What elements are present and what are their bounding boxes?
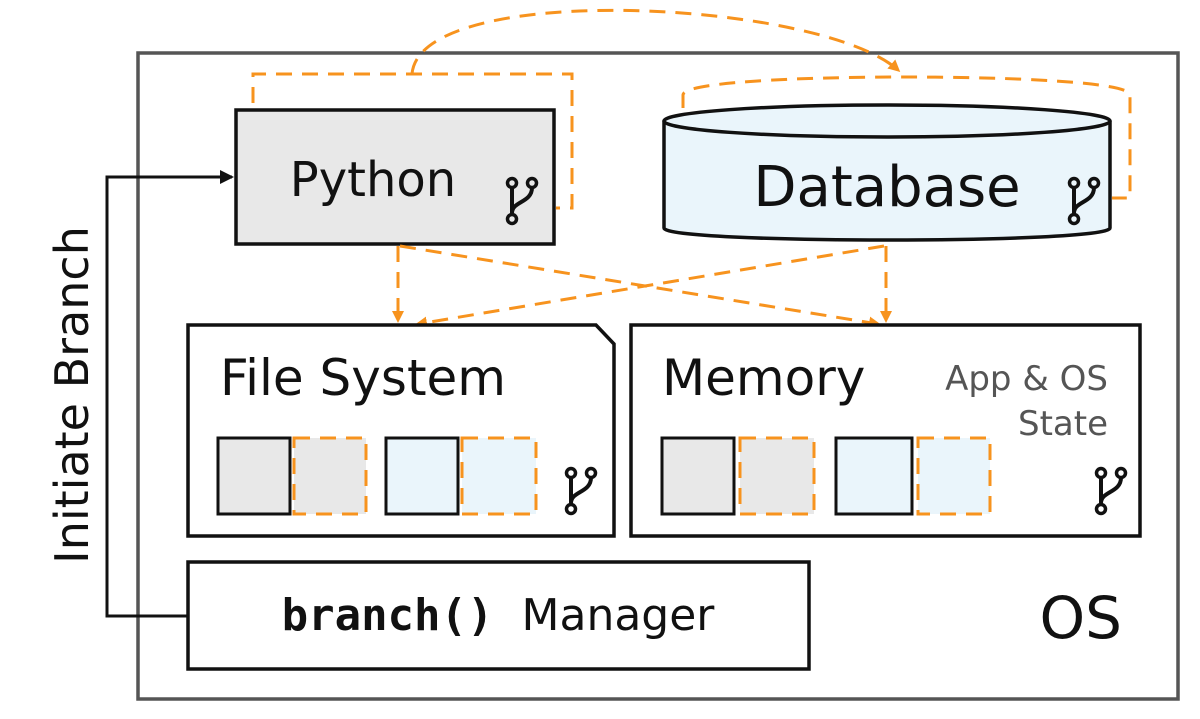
fs-block-original-blue (384, 436, 460, 516)
branch-manager-box: branch() Manager (186, 560, 811, 671)
os-label: OS (1040, 584, 1122, 652)
os-container (136, 51, 1180, 701)
python-to-memory-arrow (399, 244, 881, 329)
manager-label: Manager (522, 590, 716, 641)
mem-block-snapshot-gray (738, 436, 816, 516)
memory-box: Memory App & OS State (629, 323, 1142, 538)
memory-note-line2: State (1018, 404, 1108, 444)
fs-block-snapshot-blue (460, 436, 538, 516)
database-to-filesystem-arrow (415, 244, 885, 329)
svg-text:branch() Manager: branch() Manager (282, 590, 716, 641)
mem-block-original-gray (660, 436, 736, 516)
memory-note-line1: App & OS (945, 359, 1108, 399)
file-system-box: File System (186, 323, 616, 538)
python-to-database-arrow (410, 8, 901, 75)
manager-code: branch() (282, 590, 494, 641)
database-label: Database (753, 155, 1020, 220)
fs-block-original-gray (216, 436, 292, 516)
initiate-branch-label: Initiate Branch (45, 226, 99, 564)
database-cylinder: Database (662, 103, 1112, 242)
database-snapshot-outline (681, 75, 1132, 200)
python-box: Python (234, 108, 556, 246)
mem-block-original-blue (834, 436, 914, 516)
mem-block-snapshot-blue (916, 436, 992, 516)
python-label: Python (290, 152, 456, 208)
python-snapshot-outline (251, 72, 574, 210)
initiate-branch-connector (105, 170, 234, 618)
fs-block-snapshot-gray (292, 436, 368, 516)
file-system-label: File System (220, 349, 506, 407)
memory-label: Memory (662, 349, 865, 407)
